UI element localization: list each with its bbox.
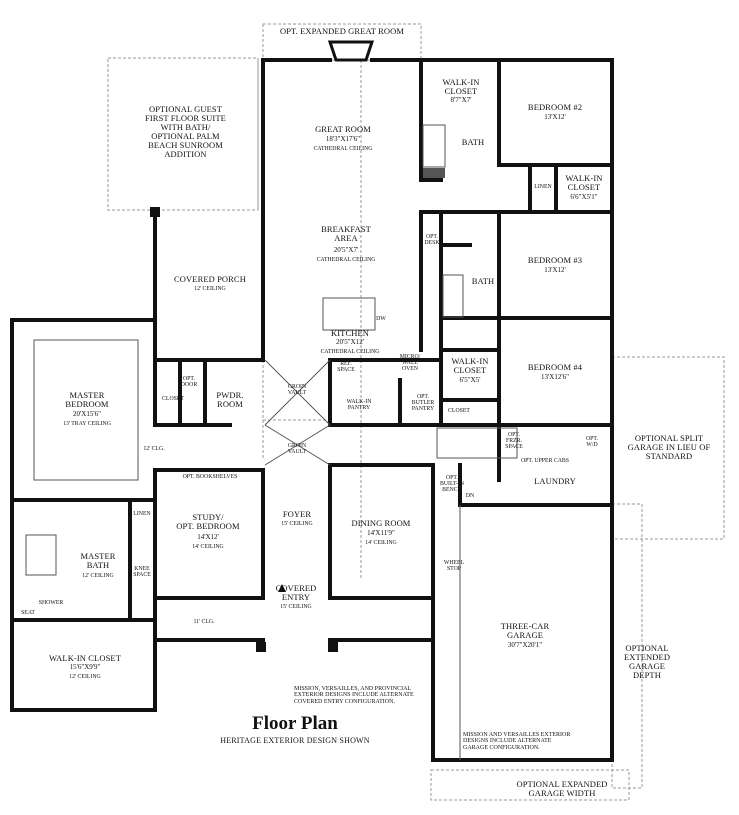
knee-space-label: KNEE SPACE	[133, 566, 151, 579]
bedroom-2-dimensions: 13'X12'	[544, 113, 566, 121]
opt-desk-label: OPT. DESK	[424, 234, 440, 247]
master-bedroom-label: MASTER BEDROOM	[65, 390, 109, 409]
walkin-closet-master-dimensions: 15'6"X9'9"	[69, 663, 101, 671]
opt-butler-pantry-label: OPT. BUTLER PANTRY	[411, 394, 435, 413]
walkin-closet-top-dimensions: 8'7"X7'	[450, 96, 472, 104]
three-car-garage-label: THREE-CAR GARAGE	[500, 621, 550, 640]
micro-wall-oven-label: MICRO/ WALL OVEN	[399, 354, 421, 373]
walkin-closet-top-label: WALK-IN CLOSET	[442, 77, 480, 96]
column-post	[150, 207, 160, 217]
entry-configuration-note: MISSION, VERSAILLES, AND PROVINCIAL EXTE…	[294, 686, 414, 705]
closet-left-label: CLOSET	[162, 396, 184, 402]
fireplace	[327, 40, 375, 62]
foyer-label: FOYER	[282, 509, 312, 519]
ref-space-label: REF. SPACE	[337, 361, 355, 374]
walkin-pantry-label: WALK-IN PANTRY	[346, 399, 372, 412]
covered-porch-label: COVERED PORCH	[174, 274, 246, 284]
clg-11-label: 11' CLG.	[193, 619, 215, 625]
optional-split-garage-label: OPTIONAL SPLIT GARAGE IN LIEU OF STANDAR…	[627, 433, 711, 461]
optional-extended-garage-label: OPTIONAL EXTENDED GARAGE DEPTH	[623, 643, 671, 680]
page-title: Floor Plan	[252, 713, 338, 734]
garage-configuration-note: MISSION AND VERSAILLES EXTERIOR DESIGNS …	[463, 732, 571, 751]
great-room-ceiling: CATHEDRAL CEILING	[313, 146, 373, 152]
study-dimensions: 14'X12'	[197, 533, 219, 541]
opt-upper-cabs-label: OPT. UPPER CABS	[520, 458, 570, 464]
opt-bookshelves-label: OPT. BOOKSHELVES	[182, 474, 238, 480]
seat-label: SEAT	[21, 610, 35, 616]
garage-dimensions: 30'7"X20'1"	[507, 641, 543, 649]
bedroom-3-label: BEDROOM #3	[527, 255, 583, 265]
laundry-label: LAUNDRY	[534, 476, 576, 486]
dishwasher-label: DW	[376, 316, 386, 322]
groin-vault-1-label: GROIN VAULT	[287, 384, 307, 397]
linen-top-label: LINEN	[534, 184, 552, 190]
breakfast-dimensions: 20'5"X7'	[333, 246, 359, 254]
powder-room-label: PWDR. ROOM	[216, 390, 244, 409]
kitchen-label: KITCHEN	[331, 328, 369, 338]
kitchen-dimensions: 20'5"X12'	[336, 338, 364, 346]
walkin-closet-b4-dimensions: 6'5"X5'	[459, 376, 481, 384]
opt-expanded-great-room-label: OPT. EXPANDED GREAT ROOM	[279, 26, 405, 36]
great-room-dimensions: 18'3"X17'6"	[325, 135, 361, 143]
master-bedroom-dimensions: 20'X15'6"	[73, 410, 101, 418]
study-label: STUDY/ OPT. BEDROOM	[176, 512, 240, 531]
kitchen-ceiling: CATHEDRAL CEILING	[320, 349, 380, 355]
dn-label: DN	[465, 493, 475, 499]
details	[25, 124, 518, 760]
closet-right-label: CLOSET	[448, 408, 470, 414]
clg-12-label: 12' CLG.	[143, 446, 165, 452]
optional-guest-suite-label: OPTIONAL GUEST FIRST FLOOR SUITE WITH BA…	[145, 104, 226, 159]
covered-entry-label: COVERED ENTRY	[275, 583, 317, 602]
foyer-ceiling: 15' CEILING	[281, 521, 313, 527]
covered-entry-ceiling: 15' CEILING	[280, 604, 312, 610]
opt-wd-label: OPT. W/D	[586, 436, 598, 449]
opt-built-in-bench-label: OPT. BUILT-IN BENCH	[439, 475, 465, 494]
bath-mid-label: BATH	[471, 276, 495, 286]
column-post	[256, 642, 266, 652]
page-subtitle: HERITAGE EXTERIOR DESIGN SHOWN	[220, 736, 370, 745]
column-post	[328, 642, 338, 652]
covered-porch-ceiling: 12' CEILING	[194, 286, 226, 292]
wheel-stop-label: WHEEL STOP	[443, 560, 465, 573]
opt-frzr-space-label: OPT. FRZR. SPACE	[505, 432, 523, 451]
walkin-closet-b2-dimensions: 6'6"X5'1"	[570, 193, 598, 201]
dining-ceiling: 14' CEILING	[365, 540, 397, 546]
bedroom-2-label: BEDROOM #2	[527, 102, 583, 112]
entry-arrow-icon	[278, 584, 286, 592]
breakfast-area-label: BREAKFAST AREA	[321, 224, 371, 243]
master-bath-label: MASTER BATH	[80, 551, 116, 570]
opt-expanded-garage-width-label: OPTIONAL EXPANDED GARAGE WIDTH	[516, 779, 608, 798]
bath-top-label: BATH	[461, 137, 485, 147]
dining-room-label: DINING ROOM	[351, 518, 411, 528]
bedroom-3-dimensions: 13'X12'	[544, 266, 566, 274]
master-bedroom-ceiling: 13' TRAY CEILING	[63, 421, 111, 427]
bedroom-4-dimensions: 13'X12'6"	[541, 373, 569, 381]
walls	[10, 58, 614, 762]
study-ceiling: 14' CEILING	[192, 544, 224, 550]
master-bath-ceiling: 12' CEILING	[82, 573, 114, 579]
breakfast-ceiling: CATHEDRAL CEILING	[316, 257, 376, 263]
groin-vault-2-label: GROIN VAULT	[287, 443, 307, 456]
bedroom-4-label: BEDROOM #4	[527, 362, 583, 372]
opt-door-label: OPT. DOOR	[180, 376, 198, 389]
linen-master-label: LINEN	[133, 511, 151, 517]
walkin-closet-master-label: WALK-IN CLOSET	[49, 653, 121, 663]
dining-dimensions: 14'X11'9"	[367, 529, 395, 537]
tub-fixture	[423, 168, 445, 178]
walkin-closet-master-ceiling: 12' CEILING	[69, 674, 101, 680]
shower-label: SHOWER	[38, 600, 64, 606]
great-room-label: GREAT ROOM	[315, 124, 371, 134]
walkin-closet-b2-label: WALK-IN CLOSET	[565, 173, 603, 192]
walkin-closet-b4-label: WALK-IN CLOSET	[451, 356, 489, 375]
